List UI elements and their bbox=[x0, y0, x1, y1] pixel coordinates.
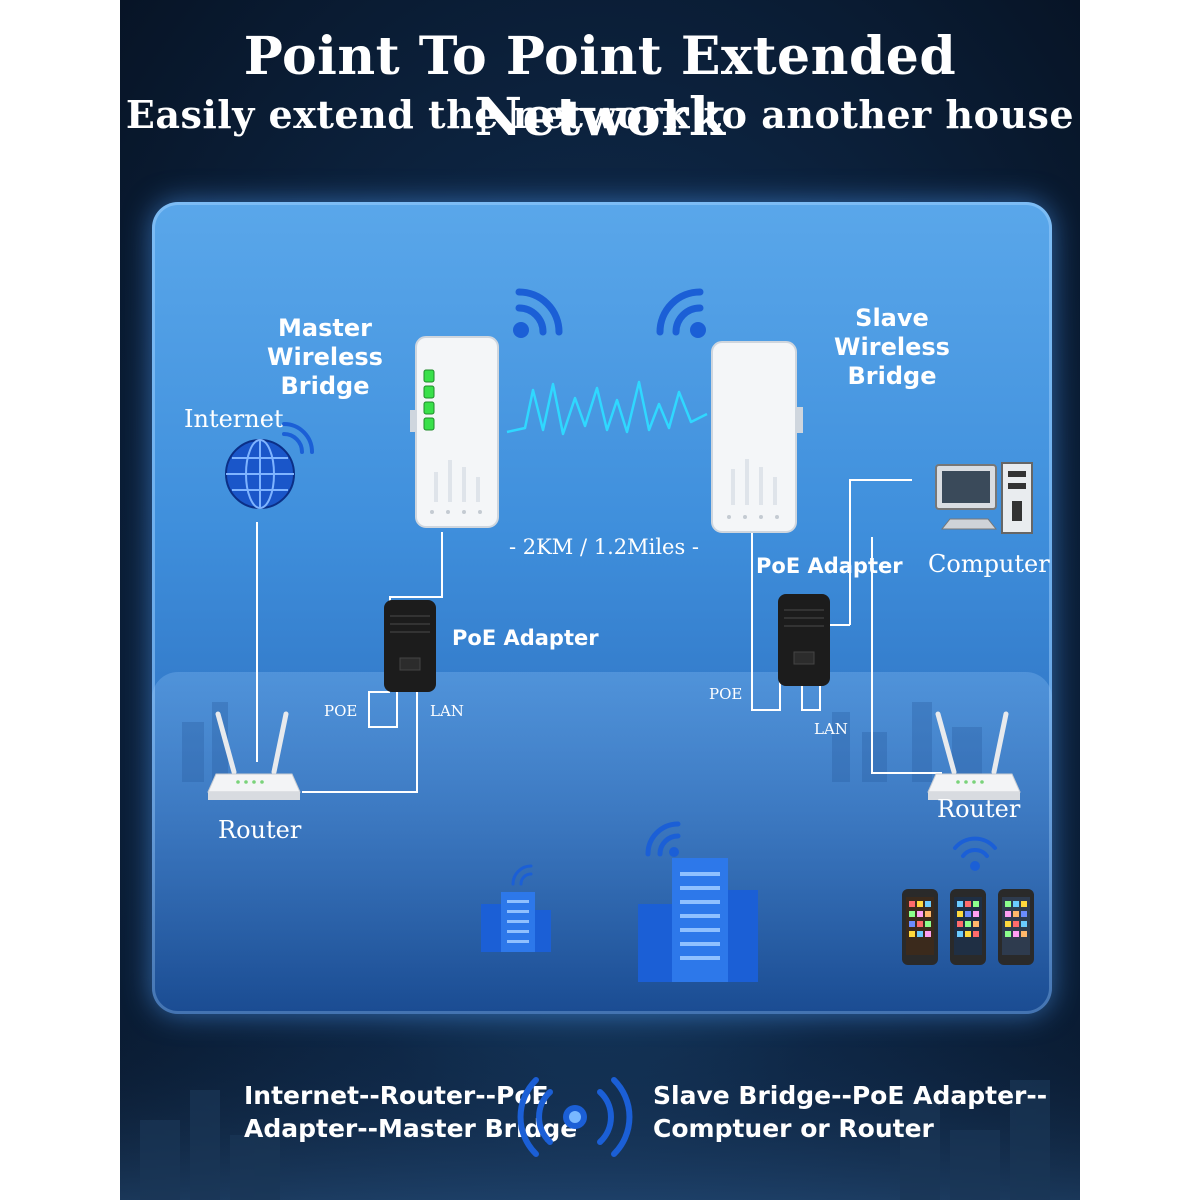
slave-wireless-bridge-icon bbox=[711, 341, 803, 533]
master-wireless-bridge-icon bbox=[410, 336, 499, 528]
slave-label-line1: Slave bbox=[855, 304, 929, 332]
computer-label: Computer bbox=[928, 550, 1050, 578]
footer-left-line1: Internet--Router--PoE bbox=[244, 1081, 549, 1110]
diagram-panel: Master Wireless Bridge Slave Wireless Br… bbox=[152, 202, 1052, 1014]
computer-icon bbox=[935, 462, 1033, 534]
router-label-left: Router bbox=[218, 816, 302, 844]
poe-adapter-icon bbox=[384, 600, 436, 692]
globe-icon bbox=[225, 422, 314, 509]
internet-label: Internet bbox=[184, 405, 284, 433]
master-label-line2: Wireless Bridge bbox=[267, 342, 383, 400]
master-bridge-label: Master Wireless Bridge bbox=[230, 314, 420, 400]
poster: Point To Point Extended Network Easily e… bbox=[120, 0, 1080, 1200]
router-icon bbox=[927, 711, 1021, 800]
right-margin bbox=[1080, 0, 1200, 1200]
poe-adapter-icon bbox=[778, 594, 830, 686]
master-label-line1: Master bbox=[278, 314, 372, 342]
panel-skyline bbox=[152, 672, 1052, 1014]
poe-adapter-label-right: PoE Adapter bbox=[756, 554, 903, 578]
footer-right-line2: Comptuer or Router bbox=[653, 1113, 934, 1143]
lan-port-label-left: LAN bbox=[430, 702, 464, 720]
broadcast-icon bbox=[517, 1077, 633, 1157]
page-title: Point To Point Extended Network bbox=[243, 26, 957, 148]
wifi-signal-icon bbox=[513, 288, 563, 338]
lan-port-label-right: LAN bbox=[814, 720, 848, 738]
poe-port-label-right: POE bbox=[709, 685, 743, 703]
footer-right-line1: Slave Bridge--PoE Adapter-- bbox=[653, 1081, 1048, 1110]
poe-adapter-label-left: PoE Adapter bbox=[452, 626, 599, 650]
slave-bridge-label: Slave Wireless Bridge bbox=[802, 304, 982, 390]
wireless-signal-wave bbox=[506, 380, 708, 436]
slave-label-line2: Wireless Bridge bbox=[834, 332, 950, 390]
footer-right: Slave Bridge--PoE Adapter-- Comptuer or … bbox=[653, 1080, 1047, 1145]
wifi-signal-icon bbox=[953, 836, 997, 871]
router-icon bbox=[207, 711, 301, 800]
page-subtitle: Easily extend the network to another hou… bbox=[125, 92, 1075, 137]
wifi-signal-icon bbox=[656, 288, 706, 338]
poe-port-label-left: POE bbox=[324, 702, 358, 720]
connection-lines bbox=[256, 479, 942, 793]
left-margin bbox=[0, 0, 120, 1200]
background-city-glow bbox=[120, 1010, 1080, 1200]
building-icon bbox=[481, 864, 551, 952]
router-label-right: Router bbox=[937, 795, 1021, 823]
distance-label: - 2KM / 1.2Miles - bbox=[508, 535, 700, 559]
building-icon bbox=[638, 821, 758, 982]
smartphone-icon bbox=[902, 889, 1034, 965]
